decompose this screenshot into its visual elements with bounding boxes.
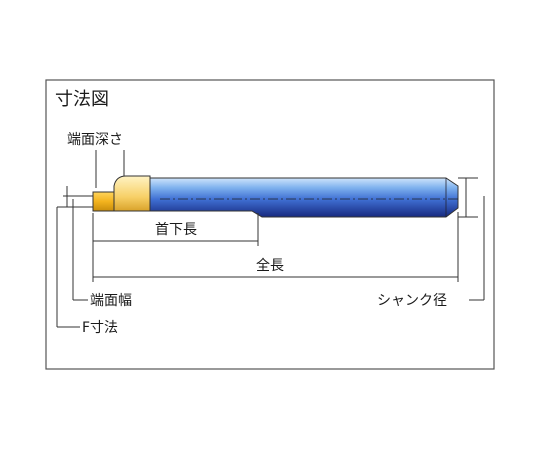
f-dimension-label: F寸法: [82, 320, 118, 336]
overall-length-label: 全長: [256, 257, 284, 274]
diagram-title: 寸法図: [55, 89, 109, 110]
end-face-depth-label: 端面深さ: [67, 132, 123, 148]
tool-shank: [149, 177, 459, 218]
shank-diameter-label: シャンク径: [377, 293, 447, 309]
tool-head: [113, 175, 151, 212]
diagram-frame: [45, 79, 495, 370]
end-face-width-label: 端面幅: [90, 293, 132, 309]
under-neck-length-label: 首下長: [155, 222, 197, 238]
tool-insert: [92, 191, 115, 212]
